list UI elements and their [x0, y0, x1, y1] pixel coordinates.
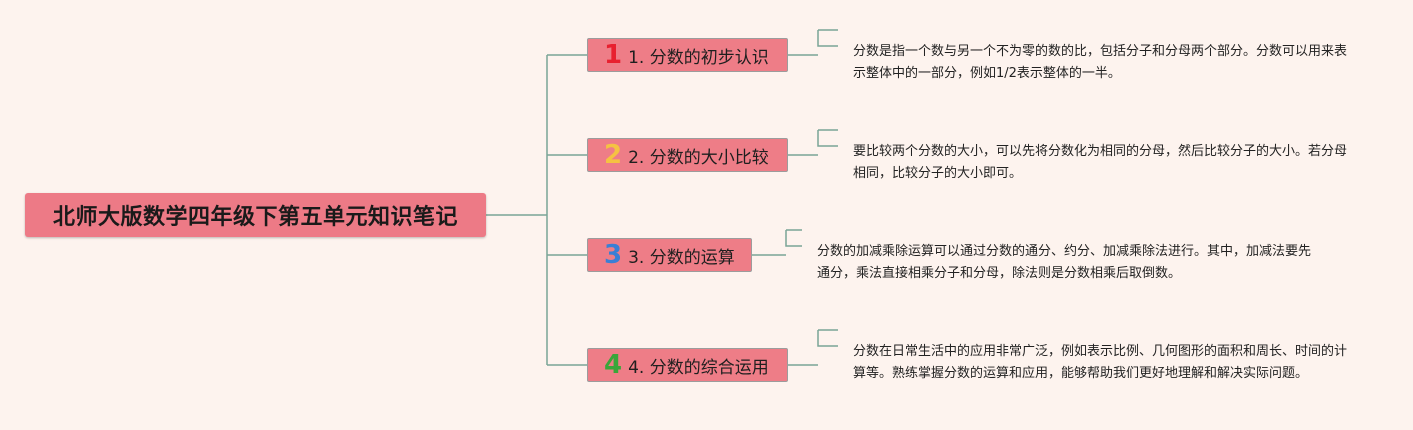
- root-title: 北师大版数学四年级下第五单元知识笔记: [52, 205, 458, 230]
- topic-label: 2. 分数的大小比较: [628, 147, 769, 168]
- number-three-icon: 3: [604, 240, 623, 270]
- topic-node-1[interactable]: 1 1. 分数的初步认识: [587, 38, 788, 72]
- note-connector-4: [788, 329, 838, 366]
- topic-note-1: 分数是指一个数与另一个不为零的数的比，包括分子和分母两个部分。分数可以用来表示整…: [853, 44, 1348, 81]
- number-two-icon: 2: [604, 140, 623, 170]
- number-four-icon: 4: [604, 350, 623, 380]
- topic-node-4[interactable]: 4 4. 分数的综合运用: [587, 348, 788, 382]
- topic-label: 3. 分数的运算: [628, 247, 735, 268]
- root-topic[interactable]: 北师大版数学四年级下第五单元知识笔记: [25, 193, 486, 237]
- topic-note-2: 要比较两个分数的大小，可以先将分数化为相同的分母，然后比较分子的大小。若分母相同…: [853, 144, 1348, 181]
- note-connector-2: [788, 129, 838, 156]
- note-connector-3: [752, 229, 802, 256]
- topic-note-3: 分数的加减乘除运算可以通过分数的通分、约分、加减乘除法进行。其中，加减法要先通分…: [817, 244, 1312, 281]
- note-connector-1: [788, 29, 838, 56]
- number-one-icon: 1: [604, 40, 623, 70]
- topic-node-3[interactable]: 3 3. 分数的运算: [587, 238, 752, 272]
- topic-node-2[interactable]: 2 2. 分数的大小比较: [587, 138, 788, 172]
- topic-label: 4. 分数的综合运用: [628, 357, 769, 378]
- topic-label: 1. 分数的初步认识: [628, 47, 769, 68]
- topic-note-4: 分数在日常生活中的应用非常广泛，例如表示比例、几何图形的面积和周长、时间的计算等…: [853, 344, 1348, 381]
